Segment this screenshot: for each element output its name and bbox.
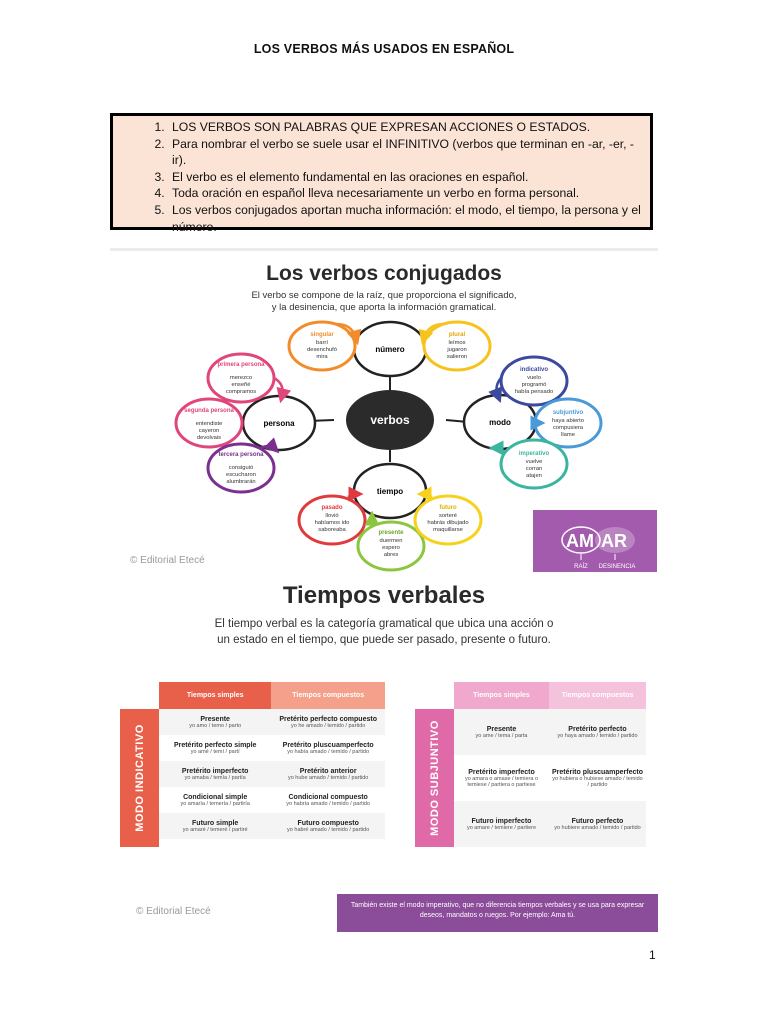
- svg-text:llame: llame: [561, 432, 575, 438]
- fact-item: El verbo es el elemento fundamental en l…: [168, 169, 644, 186]
- subjuntivo-table: Tiempos simples Tiempos compuestos Prese…: [454, 682, 646, 847]
- amar-raiz-word: AM: [566, 531, 594, 551]
- svg-text:desenchufó: desenchufó: [307, 347, 337, 353]
- svg-text:corran: corran: [526, 466, 542, 472]
- facts-box: LOS VERBOS SON PALABRAS QUE EXPRESAN ACC…: [110, 113, 653, 234]
- svg-text:mira: mira: [316, 354, 328, 360]
- center-node: [346, 390, 434, 450]
- svg-text:enseñé: enseñé: [231, 382, 250, 388]
- document-title: LOS VERBOS MÁS USADOS EN ESPAÑOL: [253, 42, 515, 56]
- svg-text:subjuntivo: subjuntivo: [553, 410, 584, 416]
- facts-list: LOS VERBOS SON PALABRAS QUE EXPRESAN ACC…: [143, 119, 644, 235]
- subjuntivo-side-label: MODO SUBJUNTIVO: [415, 709, 454, 847]
- svg-text:tercera persona: tercera persona: [218, 452, 264, 458]
- amar-desinencia-word: AR: [601, 531, 627, 551]
- svg-text:abres: abres: [384, 552, 399, 558]
- svg-text:imperativo: imperativo: [519, 451, 550, 457]
- diagram-subtitle-1: El verbo se compone de la raíz, que prop…: [251, 290, 517, 301]
- svg-text:entendiste: entendiste: [196, 421, 223, 427]
- credit-bottom: © Editorial Etecé: [136, 906, 211, 917]
- svg-text:espero: espero: [382, 545, 400, 551]
- fact-item: Los verbos conjugados aportan mucha info…: [168, 202, 644, 235]
- imperativo-note: También existe el modo imperativo, que n…: [337, 894, 658, 932]
- segunda-persona-node: [174, 397, 244, 449]
- fact-item: Toda oración en español lleva necesariam…: [168, 185, 644, 202]
- tiempos-title: Tiempos verbales: [282, 582, 486, 609]
- svg-text:plural: plural: [449, 332, 466, 338]
- svg-text:presente: presente: [378, 530, 404, 536]
- svg-text:vuelve: vuelve: [526, 459, 543, 465]
- tiempos-subtitle-2: un estado en el tiempo, que puede ser pa…: [217, 634, 551, 646]
- svg-text:barrí: barrí: [316, 340, 328, 346]
- svg-text:pasado: pasado: [321, 505, 342, 511]
- singular-node: [287, 320, 357, 372]
- svg-text:escucharon: escucharon: [226, 472, 256, 478]
- svg-text:alumbrarán: alumbrarán: [226, 479, 255, 485]
- svg-text:segunda persona: segunda persona: [184, 408, 234, 414]
- svg-text:consiguió: consiguió: [229, 465, 254, 471]
- svg-text:futuro: futuro: [439, 505, 457, 511]
- diagram-subtitle-2: y la desinencia, que aporta la informaci…: [271, 302, 497, 313]
- svg-text:habíamos ido: habíamos ido: [315, 520, 350, 526]
- futuro-node: [413, 494, 483, 546]
- svg-text:saboreaba: saboreaba: [318, 527, 346, 533]
- imperativo-node: [499, 438, 569, 490]
- page-number: 1: [649, 948, 656, 962]
- svg-text:duermen: duermen: [380, 538, 403, 544]
- svg-text:indicativo: indicativo: [520, 367, 548, 373]
- svg-text:maquillarse: maquillarse: [433, 527, 463, 533]
- svg-text:cayeron: cayeron: [199, 428, 220, 434]
- modo-label: modo: [489, 418, 511, 427]
- svg-text:había pensado: había pensado: [515, 389, 553, 395]
- svg-text:primera persona: primera persona: [217, 362, 265, 368]
- presente-node: [356, 520, 426, 572]
- diagram-title: Los verbos conjugados: [266, 262, 502, 285]
- tiempos-subtitle-1: El tiempo verbal es la categoría gramati…: [214, 618, 554, 630]
- amar-desinencia-label: DESINENCIA: [599, 564, 636, 570]
- svg-text:leímos: leímos: [448, 340, 465, 346]
- fact-item: Para nombrar el verbo se suele usar el I…: [168, 136, 644, 169]
- svg-text:atajen: atajen: [526, 473, 542, 479]
- amar-box: AM AR RAÍZ DESINENCIA: [533, 510, 657, 572]
- svg-text:vuelo: vuelo: [527, 375, 541, 381]
- amar-raiz-label: RAÍZ: [574, 563, 588, 570]
- numero-label: número: [375, 345, 404, 354]
- indicativo-node: [499, 355, 569, 407]
- svg-text:compusiera: compusiera: [553, 425, 584, 431]
- tercera-persona-node: [206, 442, 276, 494]
- svg-text:programó: programó: [522, 382, 547, 388]
- indicativo-side-label: MODO INDICATIVO: [120, 709, 159, 847]
- svg-text:jugaron: jugaron: [446, 347, 466, 353]
- credit-top: © Editorial Etecé: [130, 555, 205, 566]
- indicativo-table: Tiempos simples Tiempos compuestos Prese…: [159, 682, 385, 839]
- svg-text:compramos: compramos: [226, 389, 256, 395]
- persona-label: persona: [263, 419, 295, 428]
- svg-text:llovió: llovió: [325, 513, 338, 519]
- tiempo-label: tiempo: [377, 487, 403, 496]
- svg-text:devolvais: devolvais: [197, 435, 221, 441]
- plural-node: [422, 320, 492, 372]
- verbs-infographic: Los verbos conjugados El verbo se compon…: [110, 248, 658, 938]
- svg-text:sorteré: sorteré: [439, 513, 457, 519]
- svg-text:merezco: merezco: [230, 375, 252, 381]
- verb-diagram: verbos número persona modo tiempo singul…: [174, 320, 603, 572]
- center-label: verbos: [370, 413, 410, 427]
- svg-text:haya abierto: haya abierto: [552, 418, 584, 424]
- svg-text:habrás dibujado: habrás dibujado: [427, 520, 468, 526]
- svg-text:salieron: salieron: [447, 354, 467, 360]
- fact-item: LOS VERBOS SON PALABRAS QUE EXPRESAN ACC…: [168, 119, 644, 136]
- svg-text:singular: singular: [310, 332, 334, 338]
